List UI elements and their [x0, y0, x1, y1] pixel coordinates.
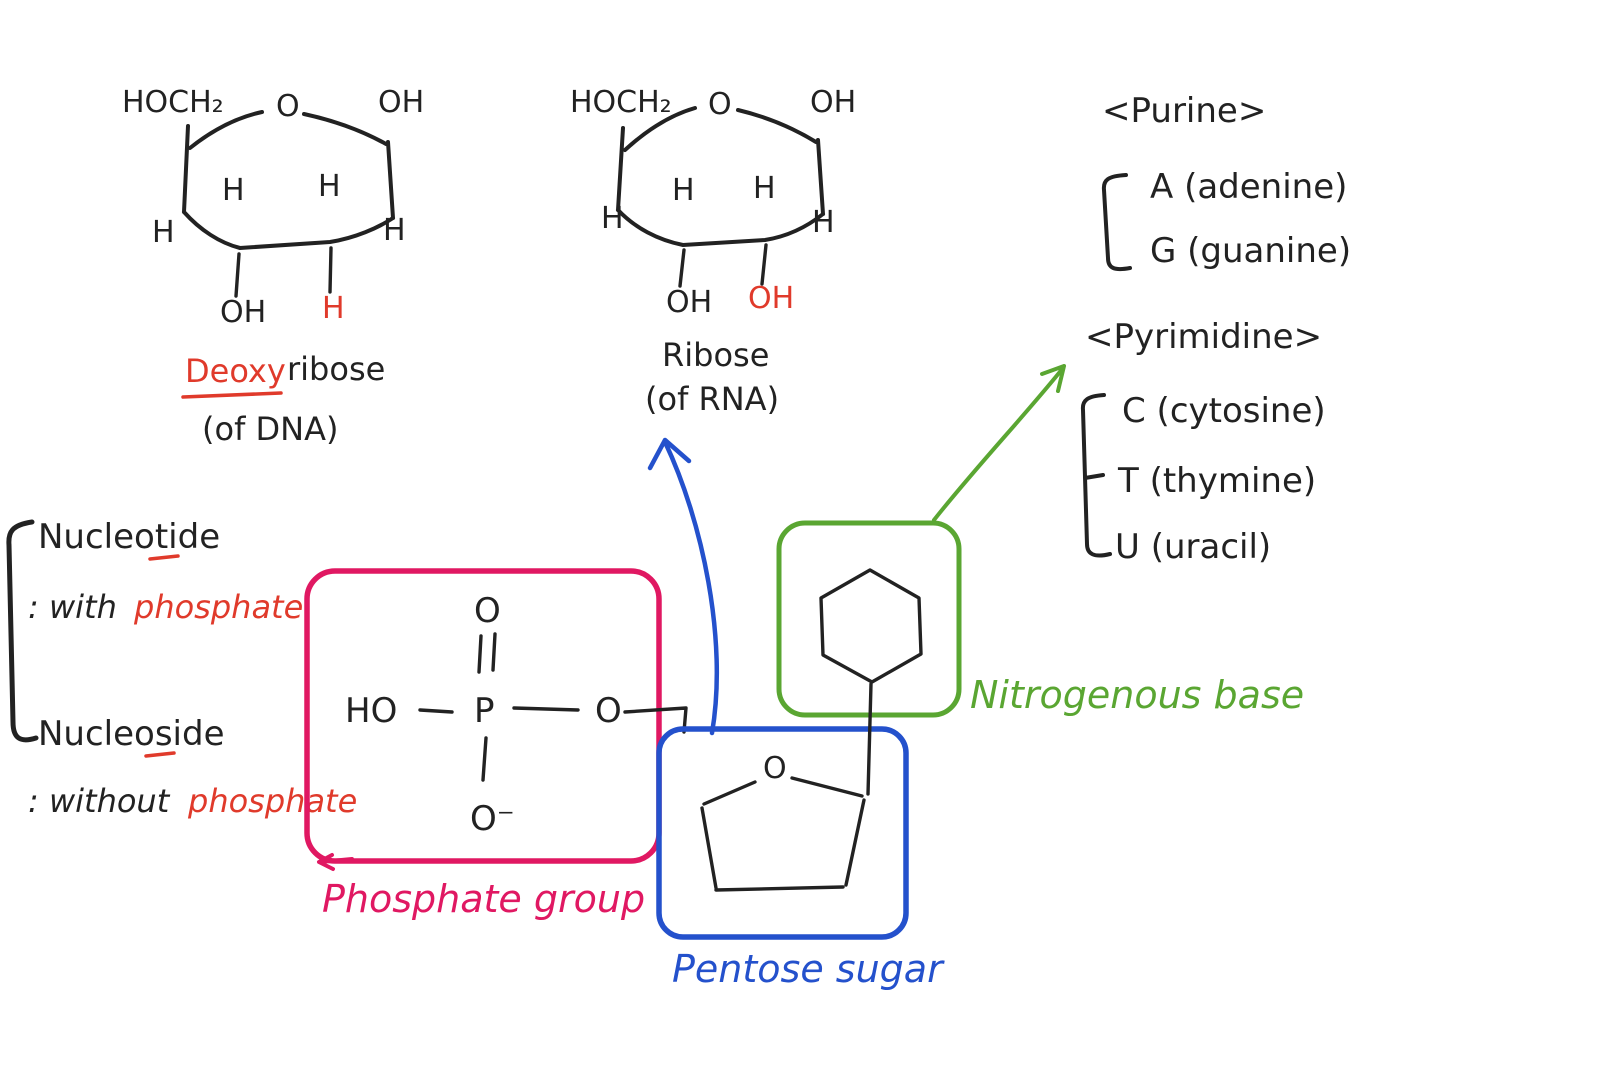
phosphate-p-label: P: [474, 691, 495, 731]
pyrimidine-item-cytosine: C (cytosine): [1122, 391, 1326, 431]
pentose-to-ribose-arrow: [647, 437, 720, 736]
pyrimidine-item-uracil: U (uracil): [1115, 527, 1271, 567]
ribose-subtitle: (of RNA): [645, 380, 779, 418]
base-hexagon-ring: [819, 568, 923, 684]
nucleotide-notes: Nucleotide : with phosphate Nucleoside :…: [6, 517, 357, 820]
phosphate-box: [304, 568, 662, 864]
ribose-h-inner-left-label: H: [672, 173, 695, 208]
base-sugar-glycosidic-bond: [866, 682, 873, 796]
deoxyribose-h-inner-left-label: H: [222, 173, 245, 208]
phosphate-box-tail: [317, 853, 354, 871]
ribose-title: Ribose: [662, 336, 769, 374]
phosphate-to-sugar-bond: [623, 706, 688, 734]
purine-item-adenine: A (adenine): [1150, 167, 1347, 207]
nitrogenous-base-label: Nitrogenous base: [970, 673, 1304, 717]
nucleoside-red-underline: [144, 751, 176, 758]
pentose-ring-oxygen-label: O: [763, 751, 787, 786]
base-to-pyrimidine-arrow: [932, 364, 1066, 522]
ribose-oh-red-label: OH: [748, 281, 794, 316]
deoxyribose-h-red-label: H: [322, 291, 345, 326]
nucleotide-definition: : with phosphate: [28, 588, 303, 626]
annotation-arrows: [647, 364, 1066, 736]
ribose-h-inner-right-label: H: [753, 171, 776, 206]
nucleoside-def-text: : without: [28, 782, 171, 820]
nucleotide-red-underline: [148, 554, 180, 561]
purine-item-guanine: G (guanine): [1150, 231, 1351, 271]
nucleoside-definition: : without phosphate: [28, 782, 357, 820]
pentose-ring: [700, 776, 866, 892]
nucleoside-term: Nucleoside: [38, 714, 225, 754]
nitrogenous-base: Nitrogenous base: [776, 520, 1304, 796]
phosphate-bond-ho-p: [418, 708, 454, 714]
deoxyribose-oh-top-label: OH: [378, 85, 424, 120]
nucleotide-term: Nucleotide: [38, 517, 220, 557]
ribose-substituent-bonds: [678, 243, 768, 288]
phosphate-group: O HO P O O⁻ Phosphate group: [304, 568, 688, 921]
deoxyribose-title-highlight: Deoxy: [185, 352, 286, 390]
deoxy-red-underline: [181, 391, 283, 399]
pyrimidine-header: <Pyrimidine>: [1085, 317, 1322, 357]
purine-header: <Purine>: [1102, 91, 1266, 131]
pentose-sugar-label: Pentose sugar: [672, 947, 945, 991]
deoxyribose-structure: HOCH₂ O OH H H H H OH H Deoxy ribose (of…: [122, 85, 424, 448]
deoxyribose-h-inner-right-label: H: [318, 169, 341, 204]
deoxyribose-subtitle: (of DNA): [202, 410, 338, 448]
purine-bracket: [1101, 173, 1132, 272]
phosphate-o-minus-label: O⁻: [470, 799, 515, 839]
deoxyribose-title-rest: ribose: [287, 350, 385, 388]
deoxyribose-oh-bottom-label: OH: [220, 295, 266, 330]
nitrogenous-box: [776, 520, 962, 718]
deoxyribose-hoch2-label: HOCH₂: [122, 85, 224, 120]
ribose-hoch2-label: HOCH₂: [570, 85, 672, 120]
deoxyribose-h-outer-right-label: H: [383, 213, 406, 248]
phosphate-o-right-label: O: [595, 691, 622, 731]
phosphate-bond-p-o: [512, 706, 580, 712]
pyrimidine-bracket: [1080, 393, 1112, 558]
deoxyribose-ring: [182, 110, 395, 250]
notes-bracket: [6, 519, 39, 743]
pentose-box: [656, 726, 909, 940]
ribose-ring: [616, 106, 825, 247]
ribose-structure: HOCH₂ O OH H H H H OH OH Ribose (of RNA): [570, 85, 856, 418]
ribose-oh-top-label: OH: [810, 85, 856, 120]
deoxyribose-ring-oxygen-label: O: [276, 89, 300, 124]
nucleotide-def-highlight: phosphate: [133, 588, 303, 626]
purine-section: <Purine> A (adenine) G (guanine): [1101, 91, 1351, 272]
ribose-oh-bottom-label: OH: [666, 285, 712, 320]
phosphate-ho-label: HO: [345, 691, 397, 731]
deoxyribose-h-outer-left-label: H: [152, 215, 175, 250]
ribose-h-outer-left-label: H: [601, 201, 624, 236]
nucleotide-def-text: : with: [28, 588, 117, 626]
nucleoside-def-highlight: phosphate: [187, 782, 357, 820]
pyrimidine-section: <Pyrimidine> C (cytosine) T (thymine) U …: [1080, 317, 1326, 567]
phosphate-bond-p-ominus: [481, 736, 488, 782]
pentose-sugar: O Pentose sugar: [656, 726, 945, 991]
ribose-h-outer-right-label: H: [812, 205, 835, 240]
pyrimidine-item-thymine: T (thymine): [1117, 461, 1316, 501]
ribose-ring-oxygen-label: O: [708, 87, 732, 122]
phosphate-o-top-label: O: [474, 591, 501, 631]
phosphate-group-label: Phosphate group: [322, 877, 645, 921]
phosphate-double-bond: [477, 632, 497, 674]
deoxyribose-substituent-bonds: [234, 246, 333, 298]
deoxyribose-title: Deoxy ribose: [185, 350, 385, 390]
